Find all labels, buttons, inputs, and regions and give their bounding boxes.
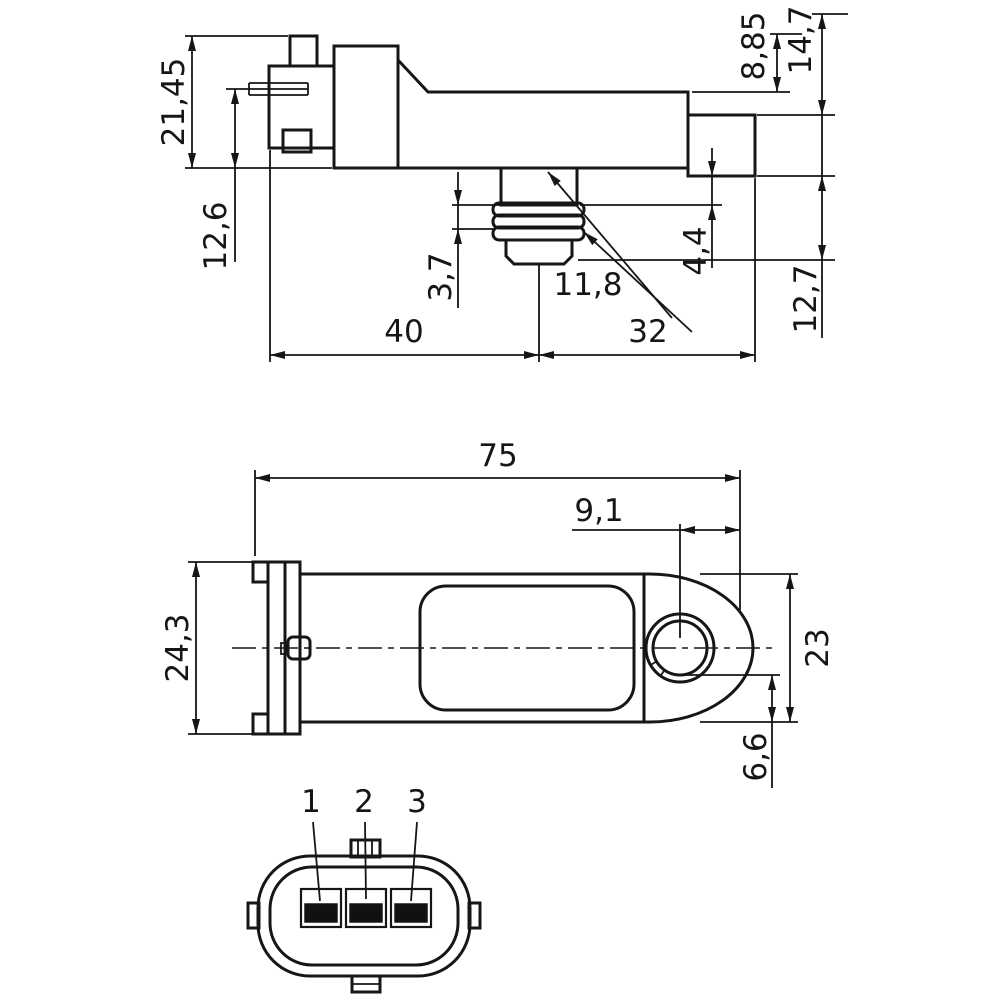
extension-lines: [578, 115, 835, 338]
pin-view: 1 2 3: [246, 784, 482, 994]
dim-6-6: 6,6: [682, 674, 780, 788]
dim-label-length-right: 32: [628, 314, 667, 350]
dim-label-hole-to-end: 9,1: [574, 493, 623, 529]
terminal-pins: [248, 82, 309, 96]
dim-label-rib-pitch: 3,7: [423, 252, 459, 301]
dim-label-flange-height: 12,7: [788, 264, 824, 333]
extension-lines: [269, 150, 756, 362]
pin-3: [394, 903, 428, 923]
dim-label-height-total: 21,45: [156, 58, 192, 147]
dim-12-7: 12,7: [578, 115, 835, 338]
pin-leader-lines: [312, 821, 418, 902]
pin-1: [304, 903, 338, 923]
port-collar: [499, 166, 579, 207]
extension-lines: [452, 204, 501, 308]
dim-label-top-to-body: 8,85: [736, 11, 772, 80]
dim-12-6: 12,6: [198, 88, 249, 271]
leader-line-2: [583, 231, 693, 333]
connector-shell-inner: [268, 865, 460, 967]
port-tube: [504, 238, 574, 266]
extension-lines: [572, 524, 681, 638]
pin-2: [349, 903, 383, 923]
pin-label-1: 1: [301, 784, 321, 820]
top-view-part: [232, 560, 778, 736]
dim-label-port-diameter: 11,8: [553, 267, 622, 303]
dim-label-height-lower: 12,6: [198, 201, 234, 270]
flange-tab-bottom: [251, 712, 270, 736]
dim-75: 75: [254, 438, 741, 610]
dim-3-7: 3,7: [423, 172, 501, 308]
dim-label-body-width: 24,3: [160, 613, 196, 682]
mount-hole-notch: [650, 660, 666, 677]
dim-label-end-width: 23: [800, 628, 836, 667]
dim-21-45: 21,45: [156, 35, 332, 169]
pin-cavity-3: [389, 887, 433, 929]
pin-label-3: 3: [407, 784, 427, 820]
extension-lines: [682, 674, 780, 788]
dim-label-top-to-flange: 14,7: [783, 5, 819, 74]
dim-9-1: 9,1: [572, 493, 740, 638]
dim-label-hole-to-edge: 6,6: [738, 732, 774, 781]
side-view: 21,45 12,6 8,85 14,7 12,7 4,4: [156, 5, 848, 362]
side-lug-left: [246, 901, 261, 930]
flange-tab-top: [251, 560, 270, 584]
dim-40-32: 40 32: [269, 150, 756, 362]
dim-label-length-left: 40: [384, 314, 423, 350]
dim-label-step: 4,4: [678, 226, 714, 275]
connector-rear-block: [267, 64, 336, 150]
top-view: 75 9,1 24,3 23 6,6: [160, 438, 836, 788]
side-lug-right: [467, 901, 482, 930]
connector-mid-block: [332, 44, 400, 170]
dim-4-4: 4,4: [580, 148, 722, 276]
connector-bottom-tab: [281, 128, 313, 154]
extension-lines: [580, 176, 722, 268]
connector-top-tab: [288, 34, 319, 68]
dim-label-overall-length: 75: [478, 438, 517, 474]
dia-11-8: 11,8: [547, 171, 693, 333]
pin-cavity-1: [299, 887, 343, 929]
dim-8-85: 8,85: [692, 11, 802, 93]
pin-label-2: 2: [354, 784, 374, 820]
extension-lines: [700, 573, 798, 723]
sensor-body-outline: [396, 58, 690, 170]
dim-24-3: 24,3: [160, 561, 262, 735]
mount-end-block: [686, 113, 757, 178]
extension-lines: [188, 561, 262, 735]
extension-lines: [254, 470, 741, 610]
extension-lines: [185, 35, 332, 169]
dim-23: 23: [700, 573, 836, 723]
polarizing-tab-top-lines: [357, 840, 373, 857]
